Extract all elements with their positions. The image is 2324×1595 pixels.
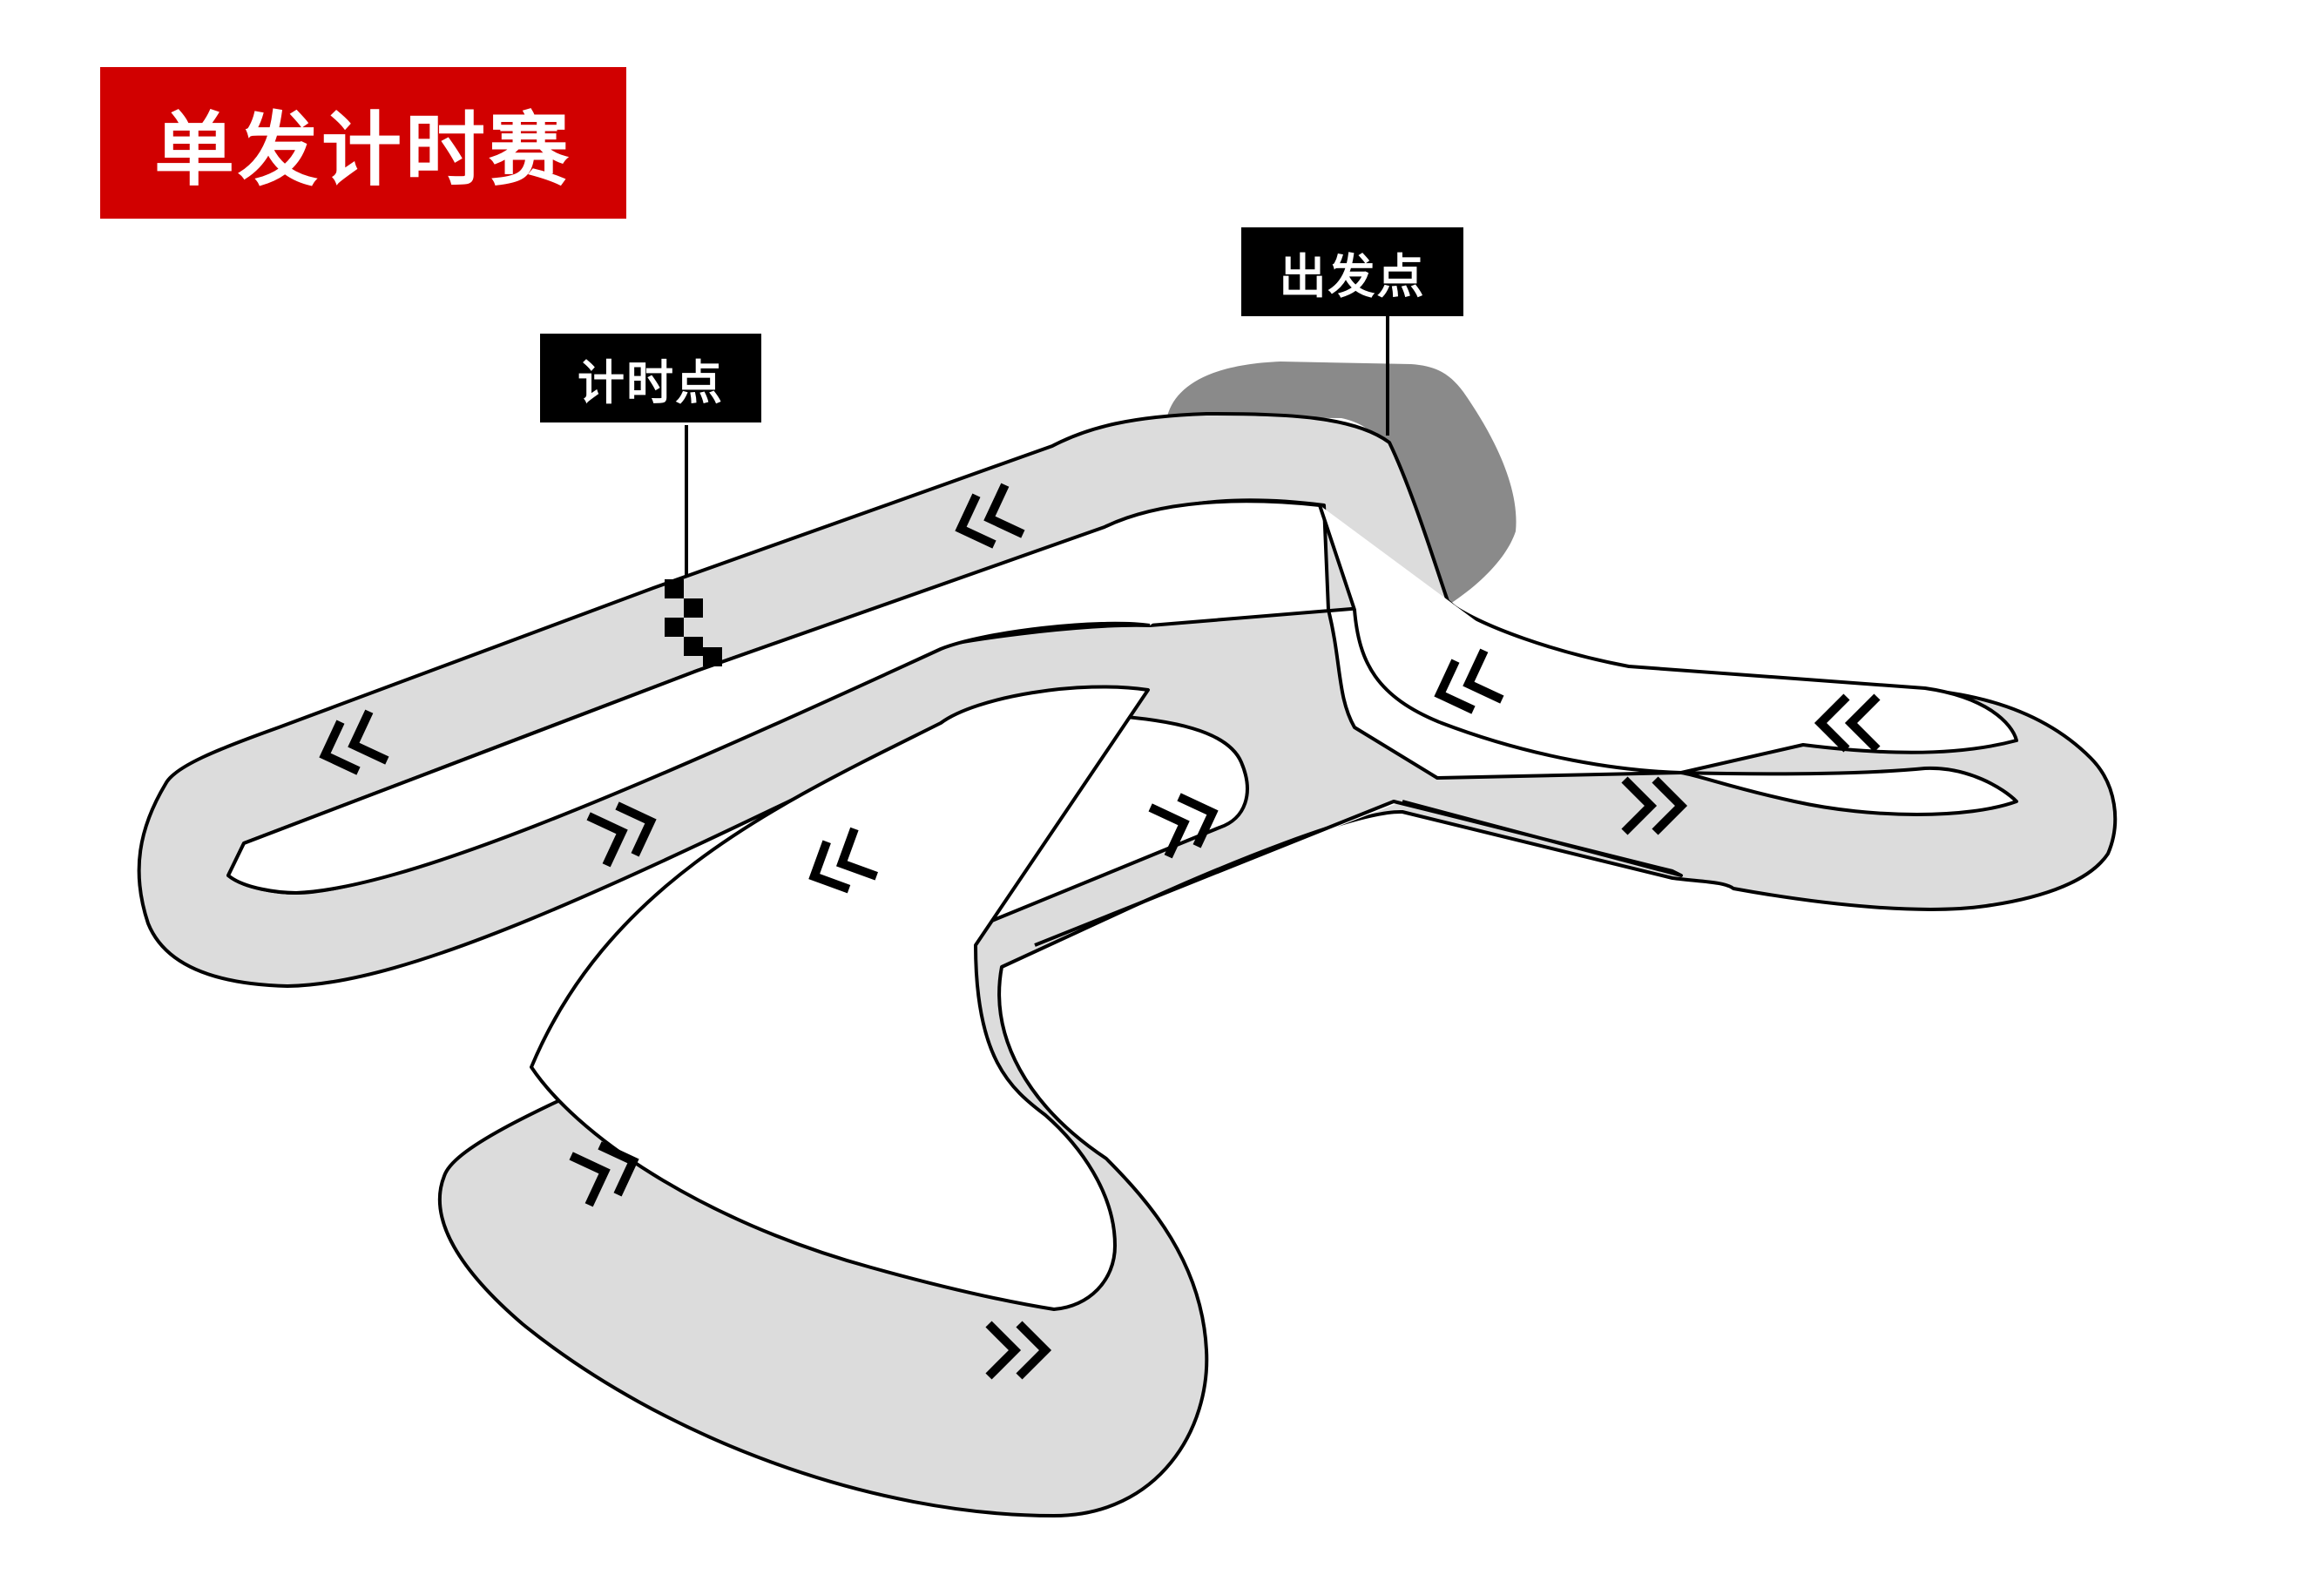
timing-point-label: 计时点 <box>540 334 761 422</box>
double-chevron-icon <box>1814 693 1881 753</box>
start-point-label: 出发点 <box>1241 227 1463 316</box>
page-title: 单发计时赛 <box>153 103 572 197</box>
start-point-text: 出发点 <box>1279 248 1426 304</box>
direction-arrows <box>319 483 1881 1380</box>
timing-point-text: 计时点 <box>578 355 724 410</box>
double-chevron-icon <box>1621 776 1688 835</box>
timing-line <box>665 425 722 666</box>
double-chevron-icon <box>1434 648 1504 714</box>
double-chevron-icon <box>985 1321 1052 1380</box>
double-chevron-icon <box>808 827 878 894</box>
double-chevron-icon <box>955 483 1025 549</box>
double-chevron-icon <box>1148 793 1219 859</box>
track-inner-voids <box>226 499 2018 1311</box>
double-chevron-icon <box>319 709 389 775</box>
double-chevron-icon <box>586 801 657 868</box>
double-chevron-icon <box>569 1141 639 1207</box>
title-banner: 单发计时赛 <box>100 67 626 219</box>
